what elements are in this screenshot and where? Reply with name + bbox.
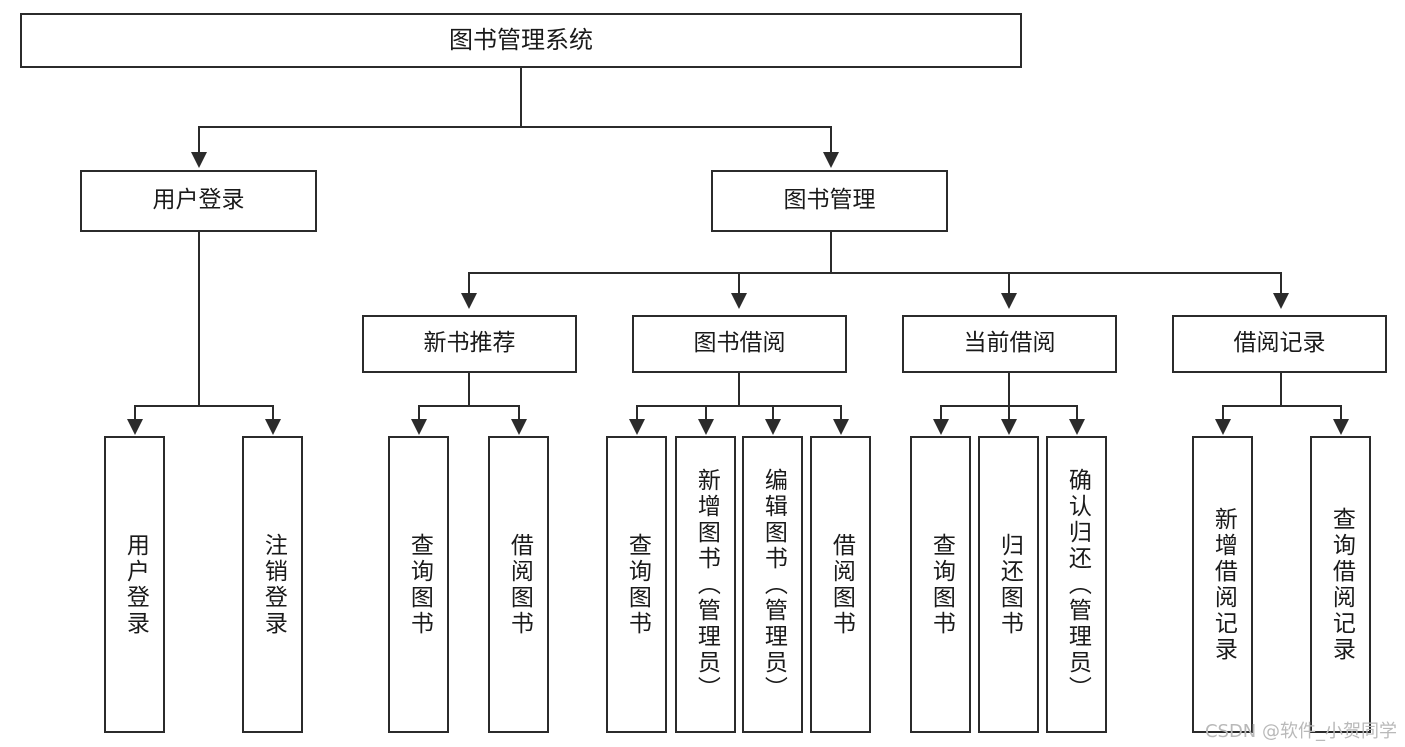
connector-root-stem [520, 68, 522, 126]
leaf-user-login-logout[interactable]: 注销登录 [242, 436, 303, 733]
connector-root-to-user-login [198, 126, 200, 154]
connector-borrow-record-branch-1 [1222, 405, 1224, 421]
arrow-down-icon [823, 152, 839, 168]
connector-book-borrow-branch-1 [636, 405, 638, 421]
node-label: 确认归还（管理员） [1064, 467, 1091, 702]
connector-user-login-bus [134, 405, 272, 407]
connector-to-book-borrow [738, 272, 740, 295]
connector-borrow-record-branch-2 [1340, 405, 1342, 421]
arrow-down-icon [1001, 419, 1017, 435]
leaf-current-borrow-confirm-return[interactable]: 确认归还（管理员） [1046, 436, 1107, 733]
node-label: 借阅记录 [1233, 330, 1326, 357]
arrow-down-icon [1069, 419, 1085, 435]
leaf-user-login-login[interactable]: 用户登录 [104, 436, 165, 733]
arrow-down-icon [191, 152, 207, 168]
connector-current-borrow-stem [1008, 373, 1010, 405]
connector-root-to-book-mgmt [830, 126, 832, 154]
connector-book-borrow-stem [738, 373, 740, 405]
node-label: 查询图书 [624, 532, 651, 637]
node-label: 归还图书 [996, 532, 1023, 637]
node-label: 图书借阅 [693, 330, 786, 357]
watermark-text: CSDN @软件_小贺同学 [1204, 721, 1397, 742]
arrow-down-icon [765, 419, 781, 435]
node-new-book-recommend[interactable]: 新书推荐 [362, 315, 577, 373]
node-current-borrow[interactable]: 当前借阅 [902, 315, 1117, 373]
node-label: 借阅图书 [506, 532, 533, 637]
connector-book-borrow-bus [636, 405, 842, 407]
connector-current-borrow-branch-3 [1076, 405, 1078, 421]
arrow-down-icon [698, 419, 714, 435]
connector-book-borrow-branch-3 [772, 405, 774, 421]
leaf-book-borrow-edit[interactable]: 编辑图书（管理员） [742, 436, 803, 733]
node-label: 用户登录 [122, 532, 149, 637]
node-label: 查询图书 [928, 532, 955, 637]
arrow-down-icon [833, 419, 849, 435]
connector-to-new-book [468, 272, 470, 295]
arrow-down-icon [127, 419, 143, 435]
connector-new-book-branch-2 [518, 405, 520, 421]
connector-book-borrow-branch-2 [705, 405, 707, 421]
arrow-down-icon [1215, 419, 1231, 435]
node-label: 图书管理 [783, 187, 876, 214]
leaf-borrow-record-query[interactable]: 查询借阅记录 [1310, 436, 1371, 733]
connector-borrow-record-stem [1280, 373, 1282, 405]
node-label: 查询借阅记录 [1328, 506, 1355, 663]
leaf-new-book-borrow[interactable]: 借阅图书 [488, 436, 549, 733]
arrow-down-icon [461, 293, 477, 309]
connector-book-borrow-branch-4 [840, 405, 842, 421]
node-label: 新增借阅记录 [1210, 506, 1237, 663]
node-label: 图书管理系统 [449, 26, 593, 55]
connector-new-book-branch-1 [418, 405, 420, 421]
arrow-down-icon [731, 293, 747, 309]
arrow-down-icon [933, 419, 949, 435]
connector-user-login-branch-2 [272, 405, 274, 421]
connector-current-borrow-branch-2 [1008, 405, 1010, 421]
node-label: 当前借阅 [963, 330, 1056, 357]
leaf-new-book-query[interactable]: 查询图书 [388, 436, 449, 733]
node-root-library-management-system[interactable]: 图书管理系统 [20, 13, 1022, 68]
arrow-down-icon [629, 419, 645, 435]
node-book-management[interactable]: 图书管理 [711, 170, 948, 232]
arrow-down-icon [511, 419, 527, 435]
node-label: 用户登录 [152, 187, 245, 214]
leaf-book-borrow-add[interactable]: 新增图书（管理员） [675, 436, 736, 733]
node-user-login[interactable]: 用户登录 [80, 170, 317, 232]
arrow-down-icon [1273, 293, 1289, 309]
leaf-borrow-record-add[interactable]: 新增借阅记录 [1192, 436, 1253, 733]
leaf-current-borrow-query[interactable]: 查询图书 [910, 436, 971, 733]
node-label: 新增图书（管理员） [693, 467, 720, 702]
arrow-down-icon [1333, 419, 1349, 435]
connector-to-borrow-record [1280, 272, 1282, 295]
leaf-book-borrow-borrow[interactable]: 借阅图书 [810, 436, 871, 733]
node-borrow-record[interactable]: 借阅记录 [1172, 315, 1387, 373]
leaf-current-borrow-return[interactable]: 归还图书 [978, 436, 1039, 733]
node-label: 注销登录 [260, 532, 287, 637]
connector-root-bus [198, 126, 832, 128]
arrow-down-icon [411, 419, 427, 435]
node-label: 新书推荐 [423, 330, 516, 357]
connector-book-mgmt-bus [468, 272, 1280, 274]
connector-user-login-stem [198, 232, 200, 405]
arrow-down-icon [265, 419, 281, 435]
connector-new-book-stem [468, 373, 470, 405]
connector-user-login-branch-1 [134, 405, 136, 421]
connector-new-book-bus [418, 405, 520, 407]
node-label: 借阅图书 [828, 532, 855, 637]
node-label: 编辑图书（管理员） [760, 467, 787, 702]
connector-borrow-record-bus [1222, 405, 1340, 407]
connector-current-borrow-branch-1 [940, 405, 942, 421]
arrow-down-icon [1001, 293, 1017, 309]
leaf-book-borrow-query[interactable]: 查询图书 [606, 436, 667, 733]
connector-book-mgmt-stem [830, 232, 832, 272]
node-label: 查询图书 [406, 532, 433, 637]
node-book-borrow[interactable]: 图书借阅 [632, 315, 847, 373]
connector-to-current-borrow [1008, 272, 1010, 295]
